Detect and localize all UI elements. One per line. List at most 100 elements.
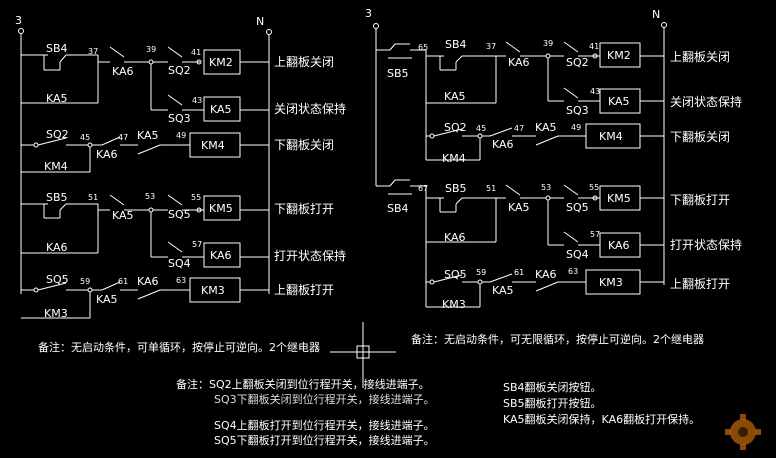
right-km2-coil bbox=[599, 42, 641, 68]
right-node-63: 63 bbox=[568, 267, 578, 276]
right-node-57: 57 bbox=[590, 230, 600, 239]
legend-right-line-3: KA5翻板关闭保持，KA6翻板打开保持。 bbox=[503, 413, 701, 426]
right-ka6-2-label: KA6 bbox=[492, 138, 514, 151]
right-sb5-label: SB5 bbox=[387, 67, 409, 80]
right-km4-hold-label: KM4 bbox=[442, 152, 466, 165]
left-sq2-2-label: SQ2 bbox=[46, 128, 69, 141]
left-sq4-contact bbox=[167, 241, 183, 253]
left-sq3-label: SQ3 bbox=[168, 112, 191, 125]
right-ka6-1-contact bbox=[505, 41, 521, 53]
right-sq3-contact bbox=[563, 87, 579, 99]
right-sq4-label: SQ4 bbox=[566, 248, 589, 261]
left-neutral-terminal bbox=[266, 29, 272, 35]
left-sq2-1-label: SQ2 bbox=[168, 64, 191, 77]
left-ka6-coil bbox=[203, 242, 241, 268]
right-node-55: 55 bbox=[589, 183, 599, 192]
left-node-55: 55 bbox=[191, 193, 201, 202]
right-ka5-2-contact bbox=[505, 184, 521, 196]
right-neutral-terminal bbox=[661, 22, 667, 28]
left-node-59: 59 bbox=[80, 277, 90, 286]
left-node-41: 41 bbox=[191, 48, 201, 57]
right-sq5-1-contact bbox=[563, 184, 579, 196]
right-sq2-2-label: SQ2 bbox=[444, 121, 467, 134]
right-node-51: 51 bbox=[486, 184, 496, 193]
left-node-37: 37 bbox=[88, 47, 98, 56]
right-sb4-label: SB4 bbox=[445, 38, 467, 51]
left-sq2-1-contact bbox=[167, 46, 183, 58]
right-node-61: 61 bbox=[514, 268, 524, 277]
right-label-5: 打开状态保持 bbox=[670, 237, 742, 252]
right-note: 备注：无启动条件，可无限循环，按停止可逆向。2个继电器 bbox=[411, 333, 704, 346]
left-km5-coil bbox=[203, 195, 241, 221]
right-label-2: 关闭状态保持 bbox=[670, 94, 742, 109]
right-node-67: 67 bbox=[418, 184, 428, 193]
left-ka5-coil-label: KA5 bbox=[210, 103, 232, 116]
left-ka6-1-label: KA6 bbox=[112, 65, 134, 78]
left-sq5-2-contact bbox=[37, 282, 67, 291]
right-label-3: 下翻板关闭 bbox=[670, 130, 730, 144]
right-label-1: 上翻板关闭 bbox=[670, 50, 730, 64]
left-supply-terminal bbox=[18, 28, 24, 34]
left-km3-hold-label: KM3 bbox=[44, 307, 68, 320]
right-node-43: 43 bbox=[590, 87, 600, 96]
left-label-2: 关闭状态保持 bbox=[274, 101, 346, 116]
left-sq5-1-label: SQ5 bbox=[168, 208, 191, 221]
left-node-53: 53 bbox=[145, 192, 155, 201]
right-ka6-coil bbox=[599, 232, 641, 258]
right-ka5-coil-label: KA5 bbox=[608, 95, 630, 108]
right-supply-terminal bbox=[373, 23, 379, 29]
right-sb5-contact bbox=[388, 43, 412, 59]
left-ka5-1-contact bbox=[137, 144, 161, 155]
right-km3-coil bbox=[585, 269, 641, 295]
left-ka5-coil bbox=[203, 96, 241, 122]
left-ka5-2-contact bbox=[109, 194, 125, 206]
right-label-4: 下翻板打开 bbox=[670, 193, 730, 207]
left-node-39: 39 bbox=[146, 45, 156, 54]
right-node-39: 39 bbox=[543, 39, 553, 48]
right-neutral-label: N bbox=[652, 8, 660, 21]
right-ka6-1-label: KA6 bbox=[508, 56, 530, 69]
left-ka6-hold-label: KA6 bbox=[46, 241, 68, 254]
left-sq2-2-contact bbox=[37, 137, 67, 146]
right-sq2-1-label: SQ2 bbox=[566, 56, 589, 69]
left-km4-hold-label: KM4 bbox=[44, 160, 68, 173]
right-supply-label: 3 bbox=[365, 7, 372, 20]
right-ka5-2-label: KA5 bbox=[508, 201, 530, 214]
right-sb4-contact bbox=[439, 55, 463, 71]
left-ka6-1-contact bbox=[109, 46, 125, 58]
left-km3-coil bbox=[189, 277, 241, 303]
left-label-5: 打开状态保持 bbox=[274, 248, 346, 263]
left-ka6-3-label: KA6 bbox=[137, 275, 159, 288]
left-supply-label: 3 bbox=[15, 14, 22, 27]
right-sq3-label: SQ3 bbox=[566, 104, 589, 117]
left-sb5-contact bbox=[43, 203, 67, 219]
crosshair-cursor bbox=[330, 322, 396, 388]
left-sq5-1-contact bbox=[167, 194, 183, 206]
legend-left-line-4: SQ5下翻板打开到位行程开关，接线进端子。 bbox=[214, 434, 435, 447]
left-note: 备注：无启动条件，可单循环，按停止可逆向。2个继电器 bbox=[38, 341, 320, 354]
left-sq4-label: SQ4 bbox=[168, 257, 191, 270]
right-km5-coil-label: KM5 bbox=[607, 192, 631, 205]
left-node-63: 63 bbox=[176, 276, 186, 285]
right-node-45: 45 bbox=[476, 124, 486, 133]
left-label-6: 上翻板打开 bbox=[274, 283, 334, 297]
left-neutral-label: N bbox=[256, 15, 264, 28]
legend-right-line-2: SB5翻板打开按钮。 bbox=[503, 397, 602, 410]
right-node-41: 41 bbox=[589, 42, 599, 51]
left-circuit: 3 N SB4 37 KA6 39 SQ2 41 KM2 上翻板关闭 KA5 bbox=[15, 14, 346, 320]
right-sb4-2-contact bbox=[388, 179, 412, 195]
left-label-4: 下翻板打开 bbox=[274, 202, 334, 216]
right-ka6-2-contact bbox=[489, 127, 513, 137]
right-ka6-hold-label: KA6 bbox=[444, 231, 466, 244]
left-node-45: 45 bbox=[80, 133, 90, 142]
right-node-47: 47 bbox=[514, 124, 524, 133]
left-km2-coil bbox=[203, 49, 241, 75]
left-km4-coil bbox=[189, 132, 241, 158]
right-sq5-1-label: SQ5 bbox=[566, 201, 589, 214]
right-ka6-3-contact bbox=[535, 281, 559, 292]
left-node-47: 47 bbox=[118, 133, 128, 142]
right-node-37: 37 bbox=[486, 42, 496, 51]
left-ka5-2-label: KA5 bbox=[112, 209, 134, 222]
left-ka5-3-contact bbox=[101, 281, 121, 291]
left-ka6-2-contact bbox=[101, 136, 121, 146]
